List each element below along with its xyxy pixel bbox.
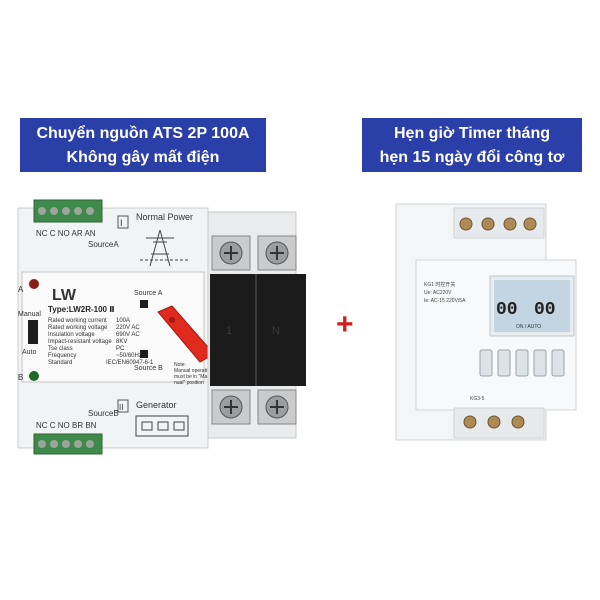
timer-label-line: KG1 时控开关 bbox=[424, 281, 455, 288]
terminal-top-label: NC C NO AR AN bbox=[36, 229, 96, 238]
source-a-switch-label: Source A bbox=[134, 290, 163, 297]
timer-buttons bbox=[479, 349, 565, 377]
timer-button[interactable] bbox=[479, 349, 493, 377]
timer-label-line: Ie: AC-15 220V/5A bbox=[424, 298, 466, 304]
spec-value: IEC/EN60947-6-1 bbox=[106, 360, 154, 366]
indicator-b-label: B bbox=[18, 373, 23, 382]
type-label: Type:LW2R-100 Ⅱ bbox=[48, 305, 114, 314]
timer-button[interactable] bbox=[533, 349, 547, 377]
timer-model: KG3-5 bbox=[470, 396, 485, 402]
timer-title-line2: hẹn 15 ngày đổi công tơ bbox=[379, 149, 565, 166]
source-a-marker bbox=[140, 300, 148, 308]
source-a-label: SourceA bbox=[88, 240, 119, 249]
spec-table: Rated working current 100A Rated working… bbox=[48, 318, 154, 366]
lcd-status: ON / AUTO bbox=[516, 324, 541, 330]
spec-value: 100A bbox=[116, 318, 130, 324]
timer-bottom-screws bbox=[463, 415, 525, 429]
indicator-a-label: A bbox=[18, 285, 24, 294]
ats-title-line1: Chuyển nguồn ATS 2P 100A bbox=[36, 125, 250, 142]
timer-button[interactable] bbox=[515, 349, 529, 377]
generator-label: Generator bbox=[136, 400, 177, 410]
note-line: Manual operation bbox=[174, 368, 213, 374]
ats-switch-drawing: NC C NO AR AN SourceA I Normal Power A B… bbox=[17, 199, 306, 455]
roman-1-box bbox=[117, 215, 129, 229]
ats-title-line2: Không gây mất điện bbox=[66, 149, 220, 166]
auto-label: Auto bbox=[22, 349, 37, 356]
timer-label-line: Ue: AC220V bbox=[424, 290, 452, 296]
note-line: Note: bbox=[174, 362, 186, 368]
note-line: must be in "Ma- bbox=[174, 374, 209, 380]
terminal-bottom-label: NC C NO BR BN bbox=[36, 421, 97, 430]
spec-label: Standard bbox=[48, 360, 72, 366]
terminal-screws-bottom bbox=[211, 389, 297, 425]
spec-value: ~50/60Hz bbox=[116, 353, 142, 359]
lcd-screen bbox=[494, 280, 570, 332]
spec-value: 220V AC bbox=[116, 325, 140, 331]
ats-black-module bbox=[210, 274, 306, 386]
timer-top-screws bbox=[459, 217, 537, 231]
terminal-screws-top bbox=[211, 235, 297, 271]
manual-label: Manual bbox=[18, 311, 41, 318]
timer-title-banner: Hẹn giờ Timer tháng hẹn 15 ngày đổi công… bbox=[362, 118, 582, 172]
generator-icon bbox=[135, 415, 189, 437]
brand-logo: LW bbox=[52, 287, 77, 304]
note-line: nual" position bbox=[174, 380, 204, 386]
plus-sign: + bbox=[336, 308, 354, 341]
manual-auto-switch bbox=[28, 320, 38, 344]
ats-switch-photo: NC C NO AR AN SourceA I Normal Power A B… bbox=[10, 190, 310, 460]
power-pylon-icon bbox=[140, 229, 190, 267]
spec-label: Rated working current bbox=[48, 318, 107, 324]
source-b-switch-label: Source B bbox=[134, 365, 163, 372]
roman-1: I bbox=[120, 218, 123, 228]
spec-value: 8KV bbox=[116, 339, 127, 345]
spec-label: Insulation voltage bbox=[48, 332, 95, 338]
timer-device-photo: KG1 时控开关 Ue: AC220V Ie: AC-15 220V/5A 00… bbox=[380, 200, 580, 450]
indicator-a-light bbox=[29, 279, 39, 289]
handle-pivot bbox=[169, 317, 175, 323]
timer-button[interactable] bbox=[497, 349, 511, 377]
timer-button[interactable] bbox=[551, 349, 565, 377]
spec-label: Rated working voltage bbox=[48, 325, 108, 331]
spec-label: Tse class bbox=[48, 346, 73, 352]
pole-n-label: N bbox=[272, 325, 280, 337]
normal-power-label: Normal Power bbox=[136, 212, 193, 222]
lcd-digits-left: 00 bbox=[496, 300, 518, 320]
indicator-b-light bbox=[29, 371, 39, 381]
ats-title-banner: Chuyển nguồn ATS 2P 100A Không gây mất đ… bbox=[20, 118, 266, 172]
timer-title-line1: Hẹn giờ Timer tháng bbox=[394, 125, 550, 142]
roman-2: II bbox=[119, 403, 123, 412]
spec-value: PC bbox=[116, 346, 125, 352]
roman-2-box bbox=[117, 399, 129, 413]
source-b-marker bbox=[140, 350, 148, 358]
source-b-label: SourceB bbox=[88, 409, 119, 418]
spec-value: 690V AC bbox=[116, 332, 140, 338]
spec-label: Impact-resistant voltage bbox=[48, 339, 112, 345]
pole-1-label: 1 bbox=[226, 325, 232, 337]
lcd-digits-right: 00 bbox=[534, 300, 556, 320]
timer-device-drawing: KG1 时控开关 Ue: AC220V Ie: AC-15 220V/5A 00… bbox=[395, 203, 577, 441]
spec-label: Frequency bbox=[48, 353, 76, 359]
